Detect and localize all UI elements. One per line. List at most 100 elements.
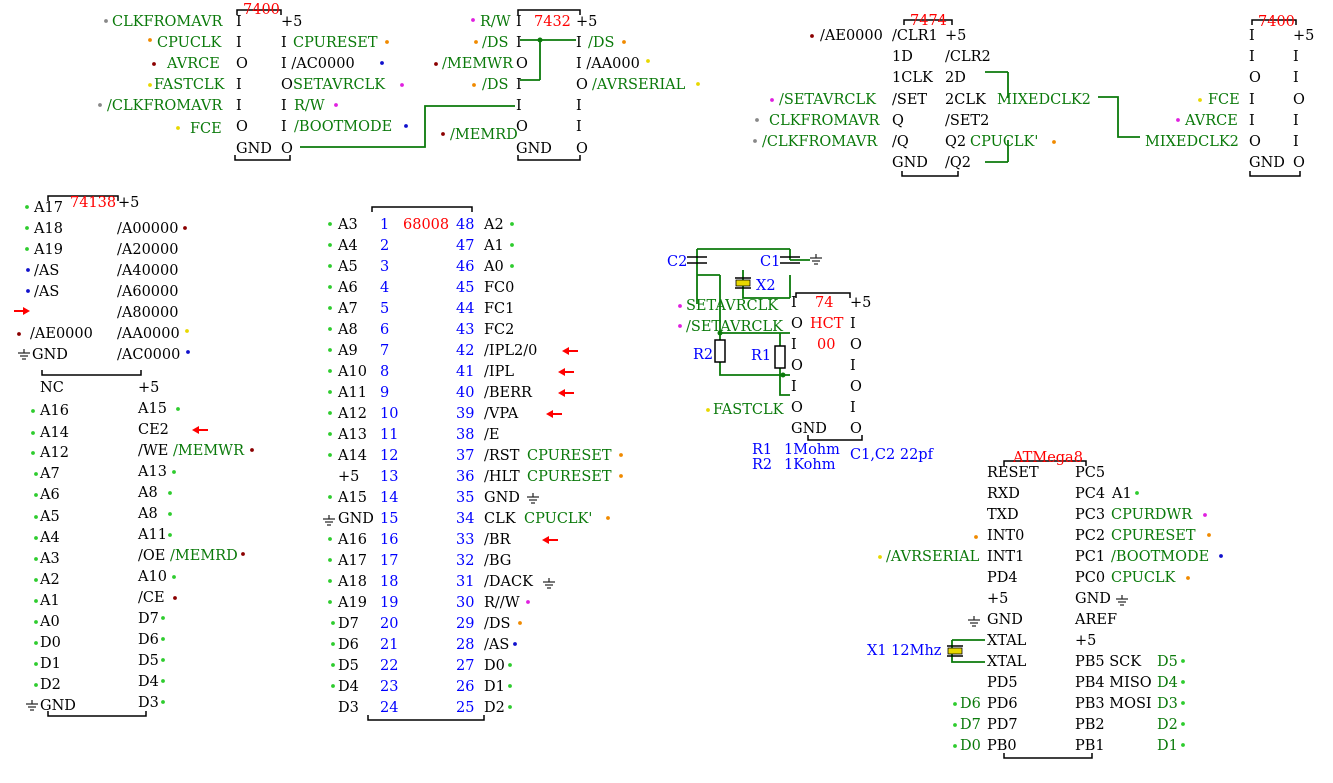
junction-dot: [780, 372, 786, 378]
signal-dot: [878, 555, 882, 559]
pin-label: /DS: [482, 35, 508, 51]
pin-label: R2: [693, 347, 713, 363]
pin-label: GND: [40, 698, 76, 714]
pin-label: /A00000: [117, 221, 178, 237]
pin-label: /CE: [138, 590, 165, 606]
signal-dot: [508, 684, 512, 688]
signal-dot: [510, 222, 514, 226]
pin-label: O: [281, 141, 293, 157]
pin-label: A6: [337, 280, 358, 296]
signal-dot: [328, 243, 332, 247]
pin-label: /VPA: [484, 406, 519, 422]
signal-dot: [518, 621, 522, 625]
signal-dot: [168, 512, 172, 516]
wire: [719, 275, 790, 376]
pin-label: GND: [338, 511, 374, 527]
signal-dot: [31, 451, 35, 455]
pin-label: R/W: [480, 14, 511, 30]
chip-name: 74138: [70, 195, 116, 211]
capacitor-symbol: [687, 256, 707, 264]
signal-dot: [328, 369, 332, 373]
pin-label: /BR: [484, 532, 512, 548]
signal-dot: [168, 533, 172, 537]
chip-bracket: [795, 292, 851, 298]
pin-label: CPUCLK: [157, 35, 223, 51]
chip-name: 7432: [534, 14, 571, 30]
pin-label: A19: [33, 242, 63, 258]
pin-label: /IPL: [484, 364, 514, 380]
signal-dot: [1203, 513, 1207, 517]
pin-label: D0: [960, 738, 981, 754]
pin-label: PB3 MOSI: [1075, 696, 1152, 712]
pin-label: 15: [380, 511, 398, 527]
pin-label: 18: [380, 574, 398, 590]
pin-label: /AE0000: [820, 28, 883, 44]
pin-label: 44: [456, 301, 474, 317]
pin-label: 21: [380, 637, 398, 653]
pin-label: 47: [456, 238, 474, 254]
pin-label: RESET: [987, 465, 1039, 481]
pin-label: /BOOTMODE: [294, 119, 392, 135]
pin-label: RXD: [987, 486, 1020, 502]
signal-dot: [161, 679, 165, 683]
pin-label: A5: [337, 259, 358, 275]
pin-label: 17: [380, 553, 398, 569]
pin-label: 6: [380, 322, 389, 338]
signal-dot: [441, 132, 445, 136]
pin-label: /DS: [482, 77, 508, 93]
signal-dot: [173, 596, 177, 600]
pin-label: 1CLK: [892, 70, 934, 86]
pin-label: GND: [484, 490, 520, 506]
pin-label: A12: [39, 445, 69, 461]
pin-label: I: [1293, 49, 1299, 65]
signal-dot: [34, 472, 38, 476]
pin-label: FCE: [1208, 92, 1240, 108]
pin-label: X2: [756, 278, 776, 294]
pin-label: A5: [39, 509, 60, 525]
chip-bracket: [1249, 171, 1301, 177]
pin-label: 8: [380, 364, 389, 380]
pin-label: R/W: [294, 98, 325, 114]
pin-label: AVRCE: [1184, 113, 1238, 129]
signal-dot: [34, 493, 38, 497]
junction-dot: [717, 330, 723, 336]
chip-name: HCT: [810, 316, 844, 332]
signal-dot: [34, 515, 38, 519]
chip-bracket: [47, 195, 119, 201]
signal-dot: [678, 304, 682, 308]
signal-dot: [331, 621, 335, 625]
pin-label: /Q: [892, 134, 909, 150]
pin-label: A4: [39, 530, 60, 546]
pin-label: D4: [138, 674, 159, 690]
signal-dot: [331, 684, 335, 688]
pin-label: +5: [1075, 633, 1096, 649]
pin-label: O: [791, 316, 803, 332]
signal-dot: [953, 702, 957, 706]
pin-label: CPURESET: [1111, 528, 1196, 544]
signal-dot: [328, 558, 332, 562]
pin-label: 24: [380, 700, 398, 716]
pin-label: D0: [40, 635, 61, 651]
pin-label: FCE: [190, 121, 222, 137]
signal-dot: [328, 390, 332, 394]
pin-label: D7: [338, 616, 359, 632]
signal-dot: [770, 98, 774, 102]
pin-label: +5: [138, 380, 159, 396]
pin-label: GND: [236, 141, 272, 157]
pin-label: A13: [337, 427, 367, 443]
pin-label: D7: [138, 611, 159, 627]
pin-label: +5: [1293, 28, 1314, 44]
pin-label: /DS: [588, 35, 614, 51]
pin-label: D3: [338, 700, 359, 716]
ground-icon: [810, 254, 822, 265]
signal-dot: [1198, 98, 1202, 102]
signal-dot: [183, 226, 187, 230]
pin-label: /BOOTMODE: [1111, 549, 1209, 565]
pin-label: /BERR: [484, 385, 533, 401]
pin-label: D5: [338, 658, 359, 674]
pin-label: O: [1293, 155, 1305, 171]
signal-dot: [471, 18, 475, 22]
signal-dot: [34, 557, 38, 561]
signal-dot: [404, 124, 408, 128]
pin-label: A9: [337, 343, 358, 359]
